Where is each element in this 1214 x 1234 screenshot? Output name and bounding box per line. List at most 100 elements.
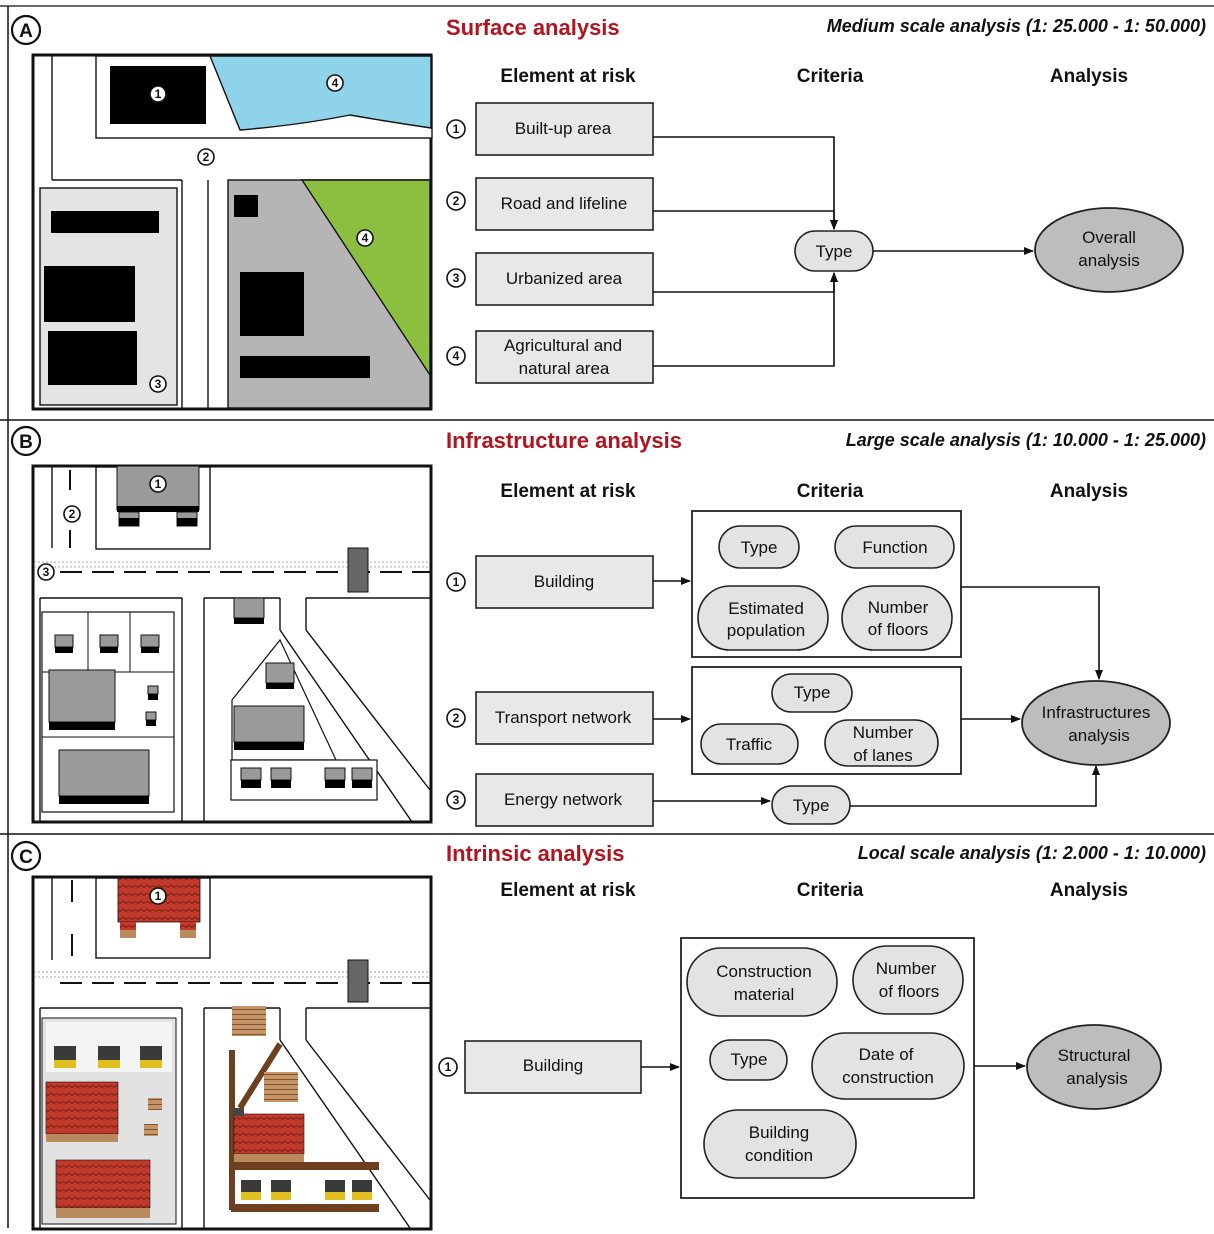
panel-a-criteria-type: Type xyxy=(794,230,874,272)
panel-c-connectors xyxy=(641,1062,1026,1071)
map-a-marker-4-green: 4 xyxy=(356,229,374,247)
svg-text:1: 1 xyxy=(453,122,460,136)
criteria-type: Type xyxy=(709,1039,788,1081)
criteria-number-of-floors: Number of floors xyxy=(852,945,964,1015)
svg-text:Overall: Overall xyxy=(1082,228,1136,247)
svg-text:population: population xyxy=(727,621,805,640)
panel-c-header-element: Element at risk xyxy=(500,880,636,901)
svg-text:Building: Building xyxy=(749,1123,810,1142)
criteria-construction-material: Construction material xyxy=(686,947,838,1017)
panel-a-header-criteria: Criteria xyxy=(797,66,864,87)
panel-c-header-analysis: Analysis xyxy=(1050,880,1128,901)
svg-text:1: 1 xyxy=(155,87,162,101)
criteria-number-of-floors: Number of floors xyxy=(841,585,953,651)
criteria-number-of-lanes: Number of lanes xyxy=(824,719,939,767)
svg-text:construction: construction xyxy=(842,1068,934,1087)
panel-b-element-2: 2 Transport network xyxy=(446,691,654,745)
panel-b-energy-criteria-type: Type xyxy=(771,785,851,825)
svg-text:Type: Type xyxy=(816,242,853,261)
svg-text:of floors: of floors xyxy=(868,620,928,639)
panel-c-header-criteria: Criteria xyxy=(797,880,864,901)
svg-text:Energy network: Energy network xyxy=(504,790,623,809)
panel-b-transport-criteria: Type Traffic Number of lanes xyxy=(691,666,962,775)
svg-text:Type: Type xyxy=(731,1050,768,1069)
panel-letter-c: C xyxy=(10,840,42,872)
svg-text:analysis: analysis xyxy=(1066,1069,1127,1088)
panel-b-header-criteria: Criteria xyxy=(797,481,864,502)
svg-text:Building: Building xyxy=(534,572,595,591)
map-a-marker-4-water: 4 xyxy=(326,74,344,92)
svg-text:Agricultural and: Agricultural and xyxy=(504,336,622,355)
svg-text:Type: Type xyxy=(793,796,830,815)
panel-b-scale: Large scale analysis (1: 10.000 - 1: 25.… xyxy=(846,430,1206,450)
panel-c-title: Intrinsic analysis xyxy=(446,841,625,866)
panel-c-element-1: 1 Building xyxy=(438,1040,642,1094)
svg-text:C: C xyxy=(19,847,33,868)
svg-text:Infrastructures: Infrastructures xyxy=(1042,703,1151,722)
svg-text:Number: Number xyxy=(868,598,929,617)
panel-a-element-3: 3 Urbanized area xyxy=(446,252,654,306)
map-c: 1 xyxy=(31,875,433,1231)
panel-b-analysis-infrastructures: Infrastructures analysis xyxy=(1021,680,1171,766)
map-b-marker-2: 2 xyxy=(63,505,81,523)
svg-text:3: 3 xyxy=(155,377,162,391)
svg-text:natural area: natural area xyxy=(519,359,610,378)
map-a-marker-3: 3 xyxy=(149,375,167,393)
panel-a-header-analysis: Analysis xyxy=(1050,66,1128,87)
panel-b-element-1: 1 Building xyxy=(446,555,654,609)
panel-c-analysis-structural: Structural analysis xyxy=(1026,1024,1162,1110)
panel-b-element-3: 3 Energy network xyxy=(446,773,654,827)
svg-text:analysis: analysis xyxy=(1078,251,1139,270)
panel-b-header-element: Element at risk xyxy=(500,481,636,502)
panel-b-header-analysis: Analysis xyxy=(1050,481,1128,502)
svg-text:1: 1 xyxy=(155,889,162,903)
svg-text:Structural: Structural xyxy=(1058,1046,1131,1065)
svg-text:Type: Type xyxy=(794,683,831,702)
panel-b-title: Infrastructure analysis xyxy=(446,428,682,453)
map-b: 1 2 3 xyxy=(31,464,433,824)
map-b-marker-3: 3 xyxy=(37,563,55,581)
panel-a-header-element: Element at risk xyxy=(500,66,636,87)
svg-text:of lanes: of lanes xyxy=(853,746,913,765)
svg-text:3: 3 xyxy=(453,271,460,285)
svg-text:Road and lifeline: Road and lifeline xyxy=(501,194,628,213)
map-b-marker-1: 1 xyxy=(149,475,167,493)
panel-c: C Intrinsic analysis Local scale analysi… xyxy=(10,840,1206,1231)
svg-text:Estimated: Estimated xyxy=(728,599,804,618)
svg-text:Date of: Date of xyxy=(859,1045,914,1064)
svg-text:2: 2 xyxy=(453,711,460,725)
panel-a: A Surface analysis Medium scale analysis… xyxy=(10,14,1206,411)
svg-text:analysis: analysis xyxy=(1068,726,1129,745)
criteria-function: Function xyxy=(834,525,955,569)
criteria-type: Type xyxy=(771,673,853,713)
svg-text:Building: Building xyxy=(523,1056,584,1075)
panel-a-scale: Medium scale analysis (1: 25.000 - 1: 50… xyxy=(827,16,1206,36)
map-c-marker-1: 1 xyxy=(149,887,167,905)
panel-b-building-criteria: Type Function Estimated population Numbe… xyxy=(691,510,962,658)
svg-text:Traffic: Traffic xyxy=(726,735,773,754)
svg-text:A: A xyxy=(19,21,33,42)
svg-text:Transport network: Transport network xyxy=(495,708,632,727)
svg-text:4: 4 xyxy=(332,76,339,90)
criteria-date-of-construction: Date of construction xyxy=(811,1032,965,1100)
svg-text:Number: Number xyxy=(853,723,914,742)
svg-text:Function: Function xyxy=(862,538,927,557)
svg-text:1: 1 xyxy=(445,1060,452,1074)
svg-text:Number: Number xyxy=(876,959,937,978)
panel-letter-b: B xyxy=(10,425,42,457)
map-a-marker-2: 2 xyxy=(197,148,215,166)
svg-text:4: 4 xyxy=(453,349,460,363)
panel-a-connectors xyxy=(653,136,1034,367)
panel-letter-a: A xyxy=(10,14,42,46)
svg-text:2: 2 xyxy=(69,507,76,521)
map-a-marker-1: 1 xyxy=(149,85,167,103)
svg-text:1: 1 xyxy=(155,477,162,491)
svg-text:3: 3 xyxy=(453,793,460,807)
svg-text:Urbanized area: Urbanized area xyxy=(506,269,623,288)
panel-a-analysis-overall: Overall analysis xyxy=(1034,207,1184,293)
panel-b-connectors xyxy=(653,577,1103,807)
svg-text:condition: condition xyxy=(745,1146,813,1165)
svg-text:2: 2 xyxy=(453,194,460,208)
svg-text:Construction: Construction xyxy=(716,962,811,981)
